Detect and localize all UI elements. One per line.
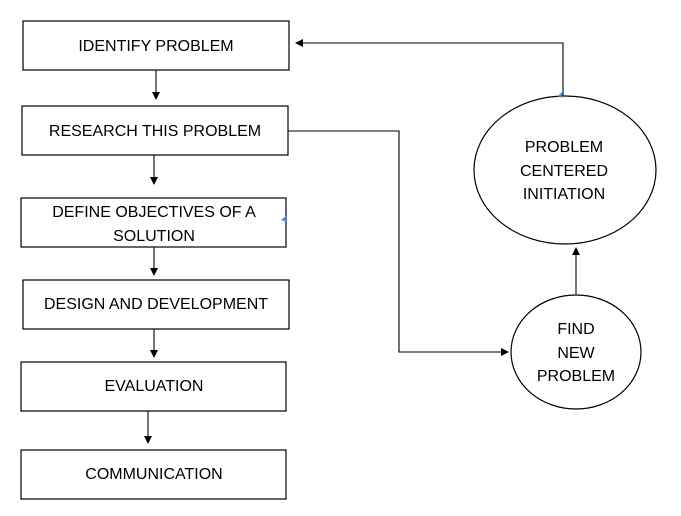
node-problem-centered-initiation: PROBLEM CENTERED INITIATION (473, 95, 657, 245)
node-find-new-problem: FIND NEW PROBLEM (510, 294, 642, 410)
find-new-problem-label-line3: PROBLEM (537, 368, 615, 385)
find-new-problem-label-line1: FIND (557, 321, 594, 338)
step-define-objectives-label-line2: SOLUTION (113, 228, 195, 245)
step-evaluation: EVALUATION (20, 361, 287, 412)
step-design-development-label: DESIGN AND DEVELOPMENT (44, 296, 268, 313)
initiation-label-line1: PROBLEM (525, 139, 603, 156)
step-identify-problem-label: IDENTIFY PROBLEM (78, 38, 233, 55)
find-new-problem-label-line2: NEW (557, 345, 595, 362)
initiation-label-line2: CENTERED (520, 163, 608, 180)
step-research-problem: RESEARCH THIS PROBLEM (21, 105, 289, 156)
handle-mark-define (281, 215, 287, 222)
step-communication-label: COMMUNICATION (85, 466, 222, 483)
step-define-objectives-label-line1: DEFINE OBJECTIVES OF A (52, 204, 256, 221)
step-identify-problem: IDENTIFY PROBLEM (22, 20, 290, 71)
handle-mark-initiation (558, 91, 563, 98)
arrow-initiation-to-identify (295, 39, 564, 96)
step-evaluation-label: EVALUATION (105, 378, 204, 395)
step-communication: COMMUNICATION (20, 449, 287, 500)
step-design-development: DESIGN AND DEVELOPMENT (22, 279, 290, 330)
step-define-objectives: DEFINE OBJECTIVES OF A SOLUTION (20, 197, 287, 248)
initiation-label-line3: INITIATION (523, 186, 605, 203)
step-research-problem-label: RESEARCH THIS PROBLEM (49, 123, 261, 140)
arrow-research-to-find-new-problem (288, 130, 509, 356)
